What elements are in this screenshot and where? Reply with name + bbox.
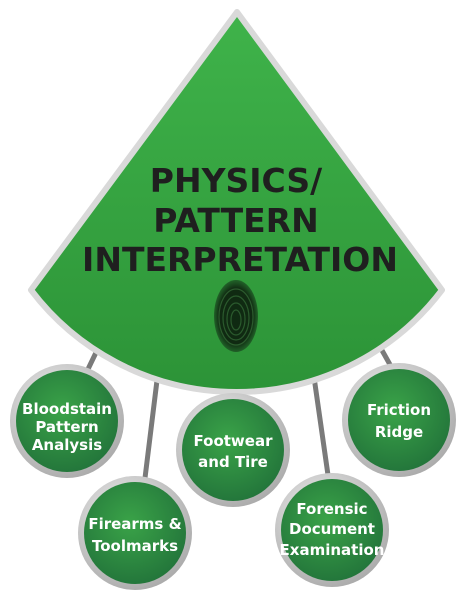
- node-friction-ridge-line-2: Ridge: [375, 423, 423, 441]
- sector-title-line-1: PHYSICS/: [150, 161, 323, 200]
- main-sector: PHYSICS/ PATTERN INTERPRETATION: [28, 9, 445, 396]
- sector-title-line-2: PATTERN: [153, 201, 318, 240]
- node-bloodstain-line-2: Pattern: [35, 418, 98, 436]
- node-forensic-document: Forensic Document Examination: [275, 473, 389, 587]
- node-bloodstain: Bloodstain Pattern Analysis: [10, 364, 124, 478]
- fingerprint-icon: [214, 280, 258, 352]
- node-forensic-document-line-2: Document: [289, 520, 375, 538]
- sector-title-line-3: INTERPRETATION: [82, 240, 398, 279]
- node-footwear-line-1: Footwear: [194, 432, 274, 450]
- node-firearms-line-2: Toolmarks: [92, 537, 178, 555]
- node-footwear-line-2: and Tire: [198, 453, 268, 471]
- sector-shape: [28, 9, 445, 396]
- node-forensic-document-line-1: Forensic: [296, 500, 367, 518]
- node-friction-ridge: Friction Ridge: [342, 363, 456, 477]
- node-forensic-document-line-3: Examination: [280, 541, 385, 559]
- node-bloodstain-line-1: Bloodstain: [22, 400, 112, 418]
- node-firearms-line-1: Firearms &: [88, 515, 181, 533]
- node-firearms: Firearms & Toolmarks: [78, 476, 192, 590]
- node-friction-ridge-line-1: Friction: [367, 401, 431, 419]
- node-footwear: Footwear and Tire: [176, 393, 290, 507]
- node-bloodstain-line-3: Analysis: [32, 436, 102, 454]
